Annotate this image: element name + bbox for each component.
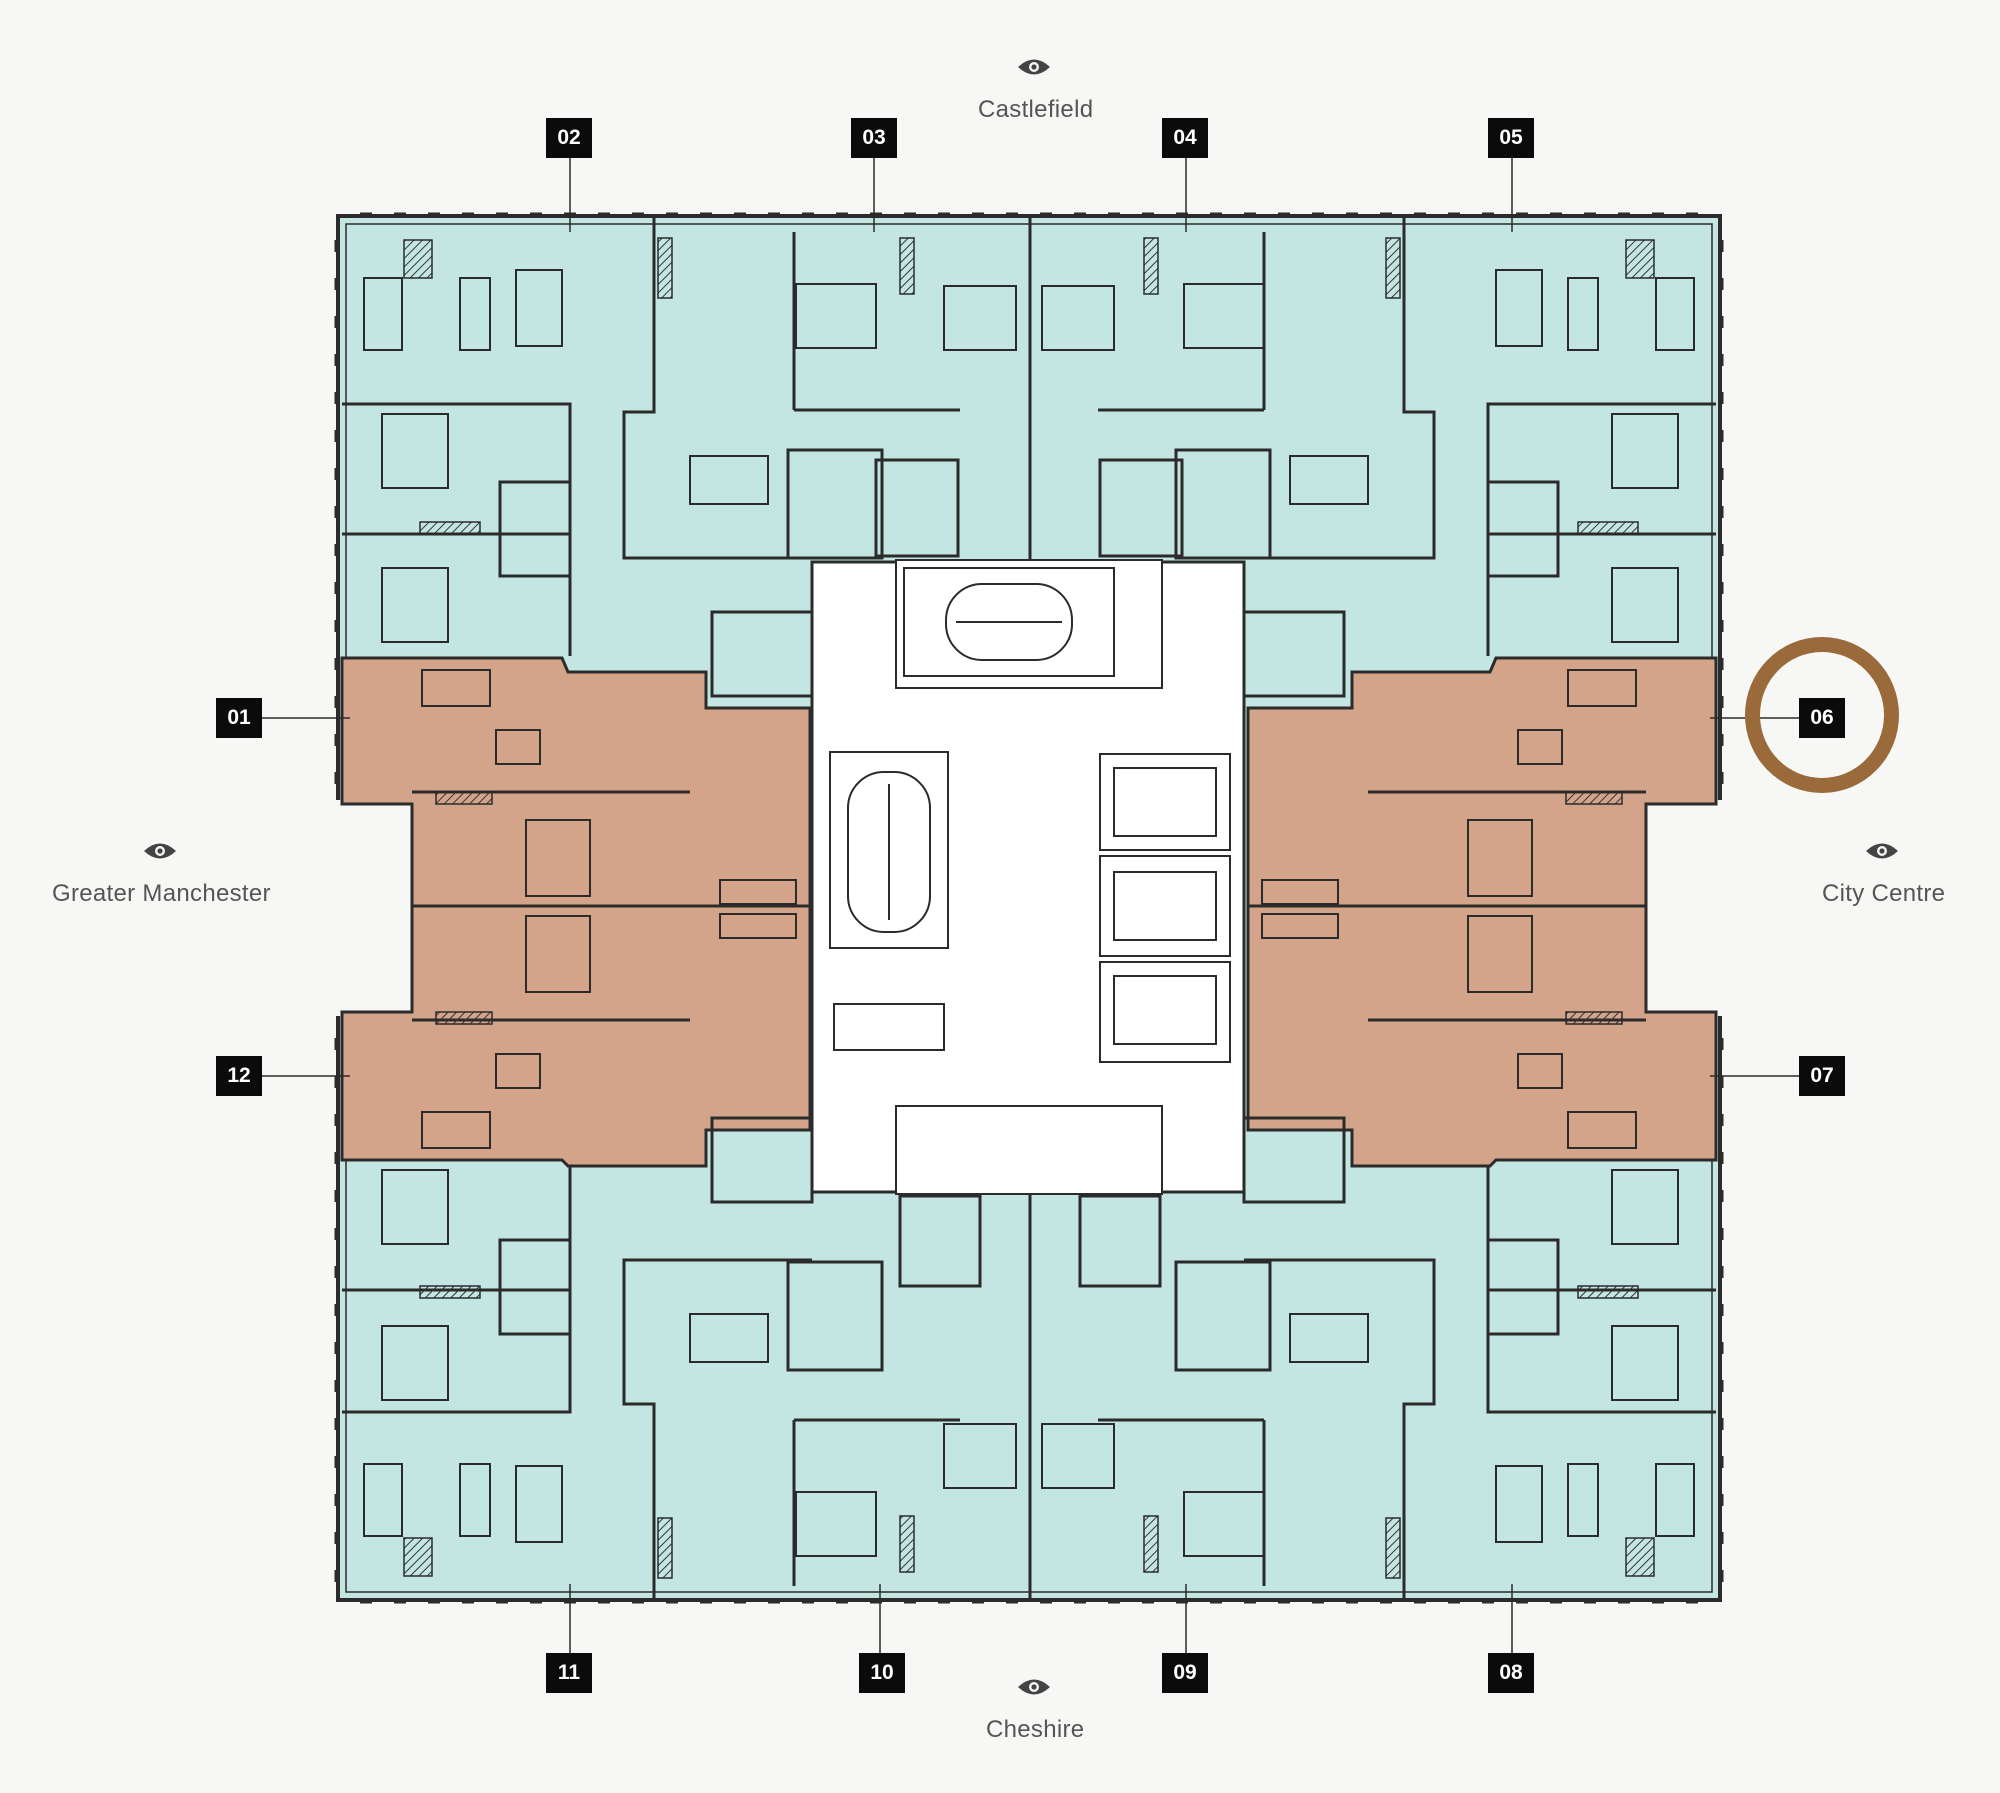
unit-tag-06[interactable]: 06 — [1799, 698, 1845, 738]
lift-shaft-3 — [1099, 961, 1231, 1063]
furniture — [363, 269, 1695, 1557]
lift-car-2 — [1113, 871, 1217, 941]
unit-tag-02[interactable]: 02 — [546, 118, 592, 158]
unit-06-area[interactable] — [1246, 656, 1718, 1168]
unit-tag-04[interactable]: 04 — [1162, 118, 1208, 158]
unit-tag-09[interactable]: 09 — [1162, 1653, 1208, 1693]
west-facade-recess — [300, 800, 412, 1016]
lift-car-1 — [1113, 767, 1217, 837]
lift-car-3 — [1113, 975, 1217, 1045]
lift-shaft-1 — [1099, 753, 1231, 851]
facade-window-ticks — [334, 212, 1724, 1604]
view-label-west: Greater Manchester — [52, 880, 271, 907]
unit-tag-05[interactable]: 05 — [1488, 118, 1534, 158]
eye-icon — [1866, 843, 1898, 859]
east-facade-recess — [1646, 800, 1758, 1016]
tag-leader-lines — [262, 158, 1800, 1654]
unit-tag-11[interactable]: 11 — [546, 1653, 592, 1693]
eye-icon — [1018, 59, 1050, 75]
view-label-east: City Centre — [1822, 880, 1946, 907]
unit-tag-07[interactable]: 07 — [1799, 1056, 1845, 1096]
stair-west-flight — [847, 771, 931, 933]
unit-tag-03[interactable]: 03 — [851, 118, 897, 158]
riser-cupboard — [833, 1003, 945, 1051]
unit-tag-10[interactable]: 10 — [859, 1653, 905, 1693]
view-label-south: Cheshire — [986, 1716, 1085, 1743]
unit-tag-01[interactable]: 01 — [216, 698, 262, 738]
unit-tag-12[interactable]: 12 — [216, 1056, 262, 1096]
unit-tag-08[interactable]: 08 — [1488, 1653, 1534, 1693]
stair-north-flight — [945, 583, 1073, 661]
view-label-north: Castlefield — [978, 96, 1094, 123]
unit-01-area[interactable] — [340, 656, 812, 1168]
eye-icon — [1018, 1679, 1050, 1695]
core-corridor-south — [895, 1105, 1163, 1195]
eye-icon — [144, 843, 176, 859]
structural-columns — [403, 237, 1655, 1579]
